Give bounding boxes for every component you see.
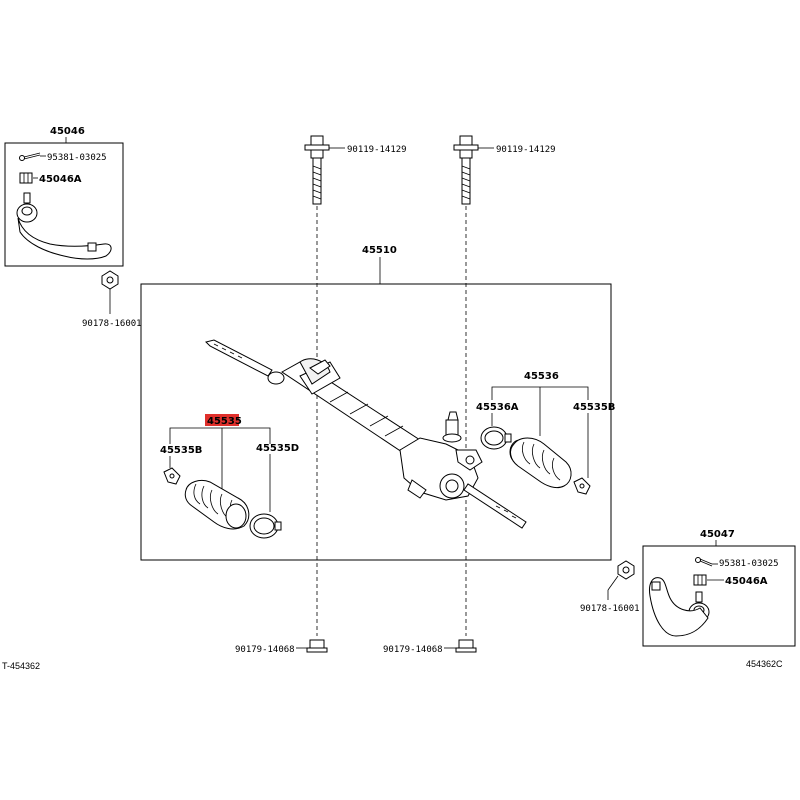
label-rack-assembly[interactable]: 45510 — [362, 245, 397, 256]
bolt-right-top-icon — [453, 135, 479, 205]
label-nut-right[interactable]: 45046A — [725, 576, 768, 587]
label-clip-left[interactable]: 45535B — [160, 445, 202, 456]
flange-nut-bottom-right-icon — [455, 639, 477, 653]
flange-nut-bottom-left-icon — [306, 639, 328, 653]
label-nut-right-lower[interactable]: 90178-16001 — [580, 604, 640, 614]
tie-rod-end-left-box — [4, 142, 124, 267]
hex-nut-right-icon — [617, 560, 635, 580]
label-cotter-pin-right[interactable]: 95381-03025 — [719, 559, 779, 569]
castle-nut-left-icon — [19, 172, 33, 184]
label-nut-bottom-right[interactable]: 90179-14068 — [383, 645, 443, 655]
label-nut-left[interactable]: 45046A — [39, 174, 82, 185]
steering-rack-icon — [205, 339, 527, 529]
tie-rod-end-right-box — [642, 545, 796, 647]
label-cotter-pin-left[interactable]: 95381-03025 — [47, 153, 107, 163]
label-bolt-left-top[interactable]: 90119-14129 — [347, 145, 407, 155]
clip-right-icon — [573, 477, 591, 495]
bolt-left-top-icon — [304, 135, 330, 205]
castle-nut-right-icon — [693, 574, 707, 586]
clip-left-icon — [163, 467, 181, 485]
label-nut-bottom-left[interactable]: 90179-14068 — [235, 645, 295, 655]
ref-code-right: 454362C — [746, 659, 783, 669]
highlight-45535 — [205, 414, 239, 426]
boot-left-icon — [184, 479, 250, 530]
tie-rod-end-left-icon — [16, 192, 112, 260]
label-bolt-right-top[interactable]: 90119-14129 — [496, 145, 556, 155]
clamp-left-icon — [249, 513, 282, 539]
label-nut-left-lower[interactable]: 90178-16001 — [82, 319, 142, 329]
label-boot-kit-right[interactable]: 45536 — [524, 371, 559, 382]
label-boot-kit-left[interactable]: 45535 — [207, 416, 242, 427]
label-clamp-left[interactable]: 45535D — [256, 443, 299, 454]
clamp-right-icon — [480, 426, 512, 450]
tie-rod-end-right-icon — [649, 577, 710, 637]
label-tie-rod-end-left[interactable]: 45046 — [50, 126, 85, 137]
label-clamp-right[interactable]: 45536A — [476, 402, 519, 413]
label-clip-right[interactable]: 45535B — [573, 402, 615, 413]
rack-assembly-box — [140, 283, 612, 561]
boot-right-icon — [509, 437, 572, 489]
hex-nut-left-icon — [101, 270, 119, 290]
label-tie-rod-end-right[interactable]: 45047 — [700, 529, 735, 540]
cotter-pin-left-icon — [19, 152, 41, 161]
ref-code-left: T-454362 — [2, 661, 40, 671]
cotter-pin-right-icon — [695, 557, 713, 567]
